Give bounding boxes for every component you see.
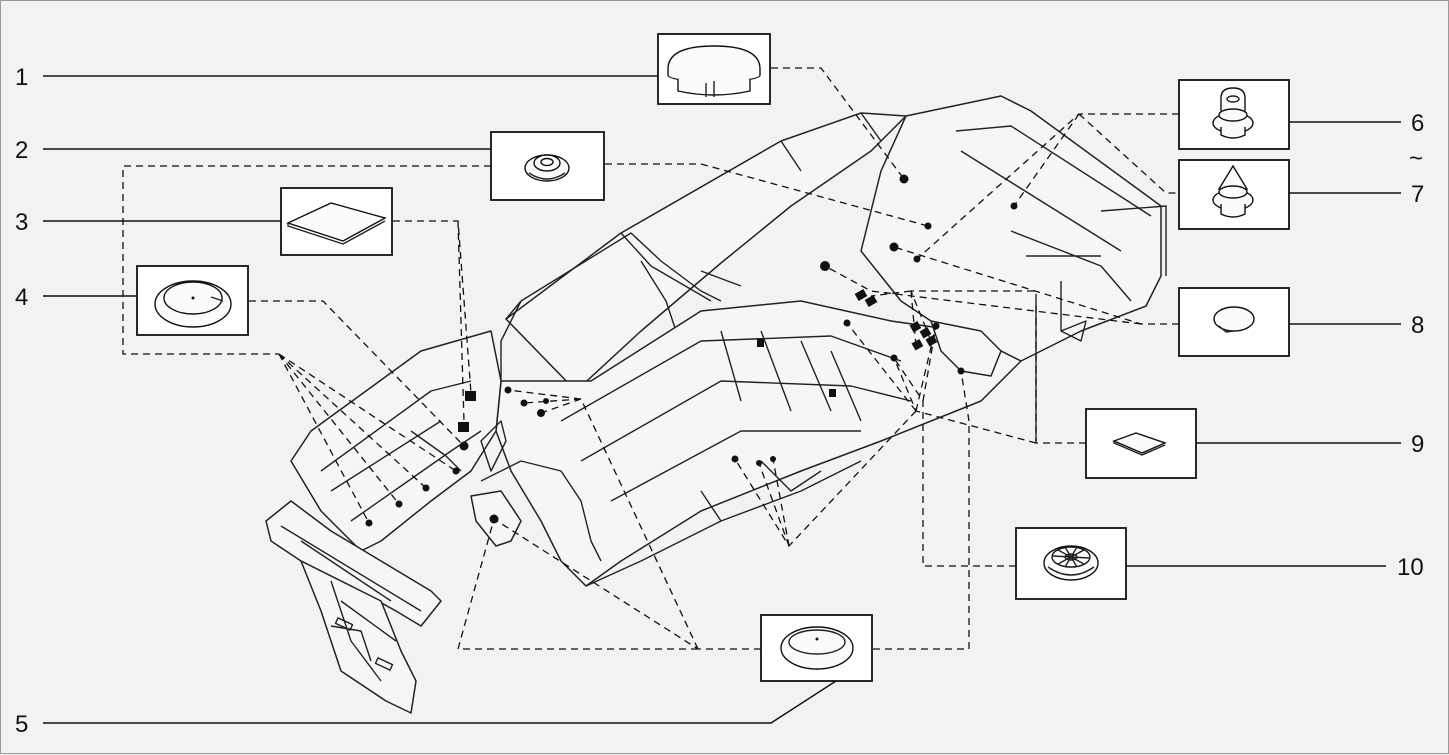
- callout-10: 10: [1397, 554, 1424, 581]
- leader-lines: [43, 75, 1401, 724]
- square-patch-icon: [286, 202, 387, 245]
- callout-1: 1: [15, 64, 28, 91]
- callout-4: 4: [15, 284, 28, 311]
- callout-9: 9: [1411, 431, 1424, 458]
- callout-7: 7: [1411, 181, 1424, 208]
- callout-labels: 1 2 3 4 5 6 ~ 7 8 9 10: [15, 64, 1424, 738]
- flat-round-plug-icon: [780, 626, 854, 670]
- part-box-6: [1178, 79, 1290, 150]
- callout-3: 3: [15, 209, 28, 236]
- callout-8: 8: [1411, 312, 1424, 339]
- part-box-8: [1178, 287, 1290, 357]
- callout-range-symbol: ~: [1409, 145, 1423, 172]
- callout-5: 5: [15, 711, 28, 738]
- part-box-3: [280, 187, 393, 256]
- part-box-2: [490, 131, 605, 201]
- part-box-9: [1085, 408, 1197, 479]
- ribbed-plug-icon: [1043, 545, 1099, 581]
- dashed-connectors: [122, 67, 1179, 650]
- part-box-5: [760, 614, 873, 682]
- part-box-1: [657, 33, 771, 105]
- callout-6: 6: [1411, 110, 1424, 137]
- large-plug-icon: [667, 45, 761, 97]
- small-grommet-icon: [524, 154, 570, 182]
- part-box-7: [1178, 159, 1290, 230]
- part-box-10: [1015, 527, 1127, 600]
- oval-plug-icon: [1213, 306, 1255, 333]
- car-body-shell: [265, 95, 1167, 714]
- part-box-4: [136, 265, 249, 336]
- round-plug-icon: [154, 280, 232, 328]
- small-patch-icon: [1112, 432, 1167, 456]
- rounded-push-clip-icon: [1212, 87, 1254, 139]
- callout-2: 2: [15, 137, 28, 164]
- pointed-push-clip-icon: [1212, 164, 1254, 218]
